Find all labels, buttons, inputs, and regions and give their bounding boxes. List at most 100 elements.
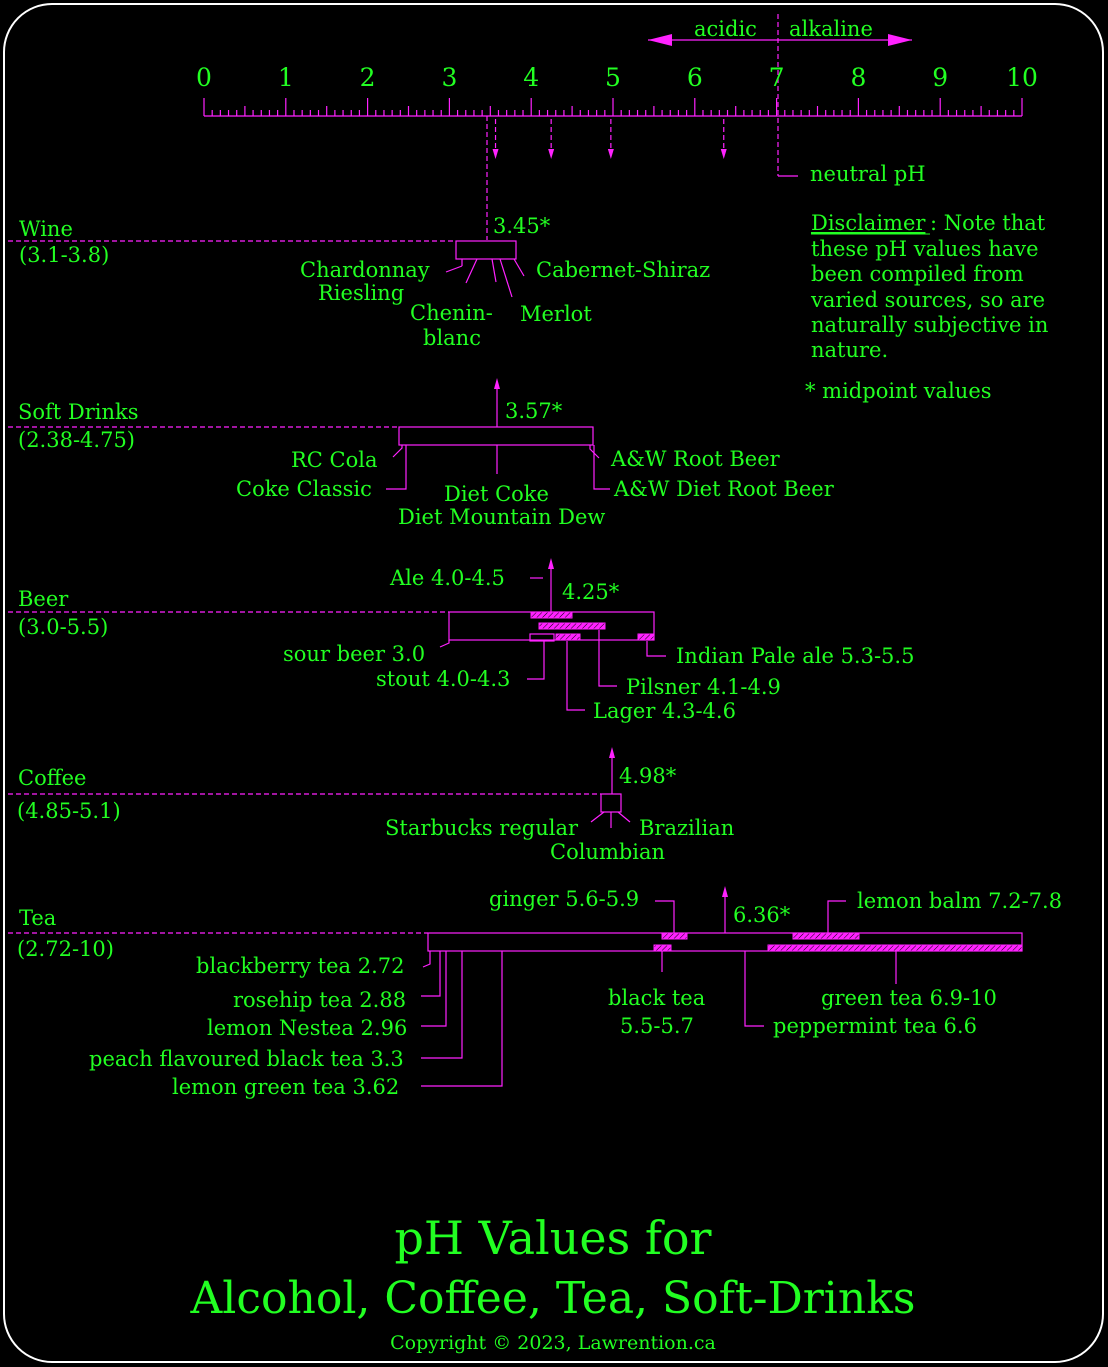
coffee-group: Coffee (4.85-5.1) 4.98* Starbucks regula… — [8, 747, 734, 864]
disclaimer-line: naturally subjective in — [811, 313, 1048, 337]
arrow-head — [492, 149, 499, 159]
midpoint-footnote: * midpoint values — [805, 379, 992, 403]
soft-drinks-leader — [392, 445, 403, 458]
beer-leader — [439, 640, 450, 648]
arrow-head — [548, 558, 554, 569]
item-label: Diet Mountain Dew — [398, 505, 605, 529]
scale-tick-label: 0 — [196, 63, 212, 92]
scale-tick-label: 5 — [605, 63, 621, 92]
item-label: lemon green tea 3.62 — [172, 1075, 399, 1099]
arrow-head — [607, 149, 614, 159]
coffee-leader — [617, 811, 631, 823]
beer-leader — [646, 641, 666, 657]
wine-group: Wine (3.1-3.8) 3.45* Chardonnay Riesling… — [8, 214, 710, 350]
page-title-line1: pH Values for — [394, 1211, 711, 1265]
item-label: peach flavoured black tea 3.3 — [89, 1047, 404, 1071]
soft-drinks-leader — [593, 445, 610, 490]
beer-leader — [598, 630, 617, 687]
group-range: (3.0-5.5) — [18, 615, 108, 639]
item-label: Starbucks regular — [385, 816, 579, 840]
arrow-head — [494, 378, 500, 389]
item-label: blackberry tea 2.72 — [196, 954, 404, 978]
item-label: lemon balm 7.2-7.8 — [857, 889, 1062, 913]
disclaimer-lead: Disclaimer — [811, 211, 926, 235]
neutral-label: neutral pH — [810, 162, 926, 186]
item-label: Brazilian — [639, 816, 734, 840]
soft-drinks-group: Soft Drinks (2.38-4.75) 3.57* RC Cola Co… — [8, 378, 835, 529]
group-range: (3.1-3.8) — [19, 243, 109, 267]
item-label: Pilsner 4.1-4.9 — [626, 675, 781, 699]
black-tea-range-bar — [653, 944, 672, 952]
item-label: stout 4.0-4.3 — [376, 667, 510, 691]
beer-leader — [527, 641, 545, 680]
item-label: Indian Pale ale 5.3-5.5 — [676, 644, 914, 668]
midpoint-value: 3.57* — [505, 399, 563, 423]
item-label: Merlot — [520, 302, 592, 326]
soft-drinks-leader — [386, 445, 407, 490]
wine-leader — [499, 258, 513, 298]
midpoint-value: 3.45* — [493, 214, 551, 238]
arrow-head — [609, 747, 615, 758]
item-label: rosehip tea 2.88 — [233, 988, 406, 1012]
tea-group: Tea (2.72-10) 6.36* ginger 5.6-5.9 lemon… — [8, 886, 1062, 1099]
group-range: (4.85-5.1) — [17, 799, 121, 823]
item-label: 5.5-5.7 — [620, 1014, 694, 1038]
item-label: Columbian — [550, 840, 665, 864]
tea-leader — [655, 900, 675, 933]
group-range: (2.38-4.75) — [18, 428, 135, 452]
arrow-head — [548, 149, 555, 159]
tea-leader — [421, 951, 503, 1087]
item-label: RC Cola — [291, 448, 378, 472]
arrow-head — [720, 149, 727, 159]
page-border — [3, 3, 1104, 1363]
wine-leader — [445, 265, 463, 273]
group-name: Coffee — [18, 766, 87, 790]
scale-tick-label: 3 — [441, 63, 457, 92]
item-label: Coke Classic — [236, 477, 372, 501]
item-label: peppermint tea 6.6 — [773, 1014, 977, 1038]
beer-group: Beer (3.0-5.5) 4.25* Ale 4.0-4.5 sour be… — [8, 558, 914, 723]
alkaline-arrow-head — [888, 34, 912, 46]
tea-leader — [421, 951, 447, 1027]
wine-range-box — [455, 240, 517, 260]
item-label: A&W Root Beer — [610, 447, 781, 471]
scale-tick-label: 9 — [932, 63, 948, 92]
scale-minor-ticks — [203, 98, 1023, 116]
item-label: green tea 6.9-10 — [821, 986, 997, 1010]
disclaimer-line: these pH values have — [811, 237, 1039, 261]
midpoint-value: 4.98* — [619, 764, 677, 788]
alkaline-label: alkaline — [789, 17, 873, 41]
arrow-head — [722, 886, 728, 897]
item-label: Diet Coke — [444, 482, 549, 506]
item-label: sour beer 3.0 — [283, 642, 425, 666]
item-label: Riesling — [318, 281, 404, 305]
tea-leader — [827, 900, 846, 933]
group-range: (2.72-10) — [17, 937, 114, 961]
item-label: Ale 4.0-4.5 — [389, 566, 505, 590]
scale-tick-label: 10 — [1006, 63, 1038, 92]
item-label: Chardonnay — [300, 258, 430, 282]
scale-tick-label: 1 — [278, 63, 294, 92]
tea-leader — [744, 951, 764, 1027]
acidic-arrow-head — [648, 34, 672, 46]
disclaimer-line: : Note that — [930, 211, 1046, 235]
wine-leader — [513, 258, 525, 277]
wine-leader — [465, 258, 478, 284]
group-name: Tea — [19, 906, 56, 930]
scale-tick-label: 4 — [523, 63, 539, 92]
tea-leader — [422, 951, 431, 968]
ipa-range-bar — [637, 633, 655, 641]
tea-leader — [421, 951, 463, 1059]
item-label: ginger 5.6-5.9 — [489, 887, 639, 911]
lager-range-bar — [555, 633, 581, 641]
scale-tick-label: 7 — [769, 63, 785, 92]
page-title-line2: Alcohol, Coffee, Tea, Soft-Drinks — [190, 1273, 916, 1324]
soft-drinks-range-box — [398, 426, 594, 446]
wine-leader — [491, 258, 497, 283]
item-label: Lager 4.3-4.6 — [593, 699, 736, 723]
lemon-balm-range-bar — [792, 932, 860, 940]
scale-tick-label: 2 — [360, 63, 376, 92]
